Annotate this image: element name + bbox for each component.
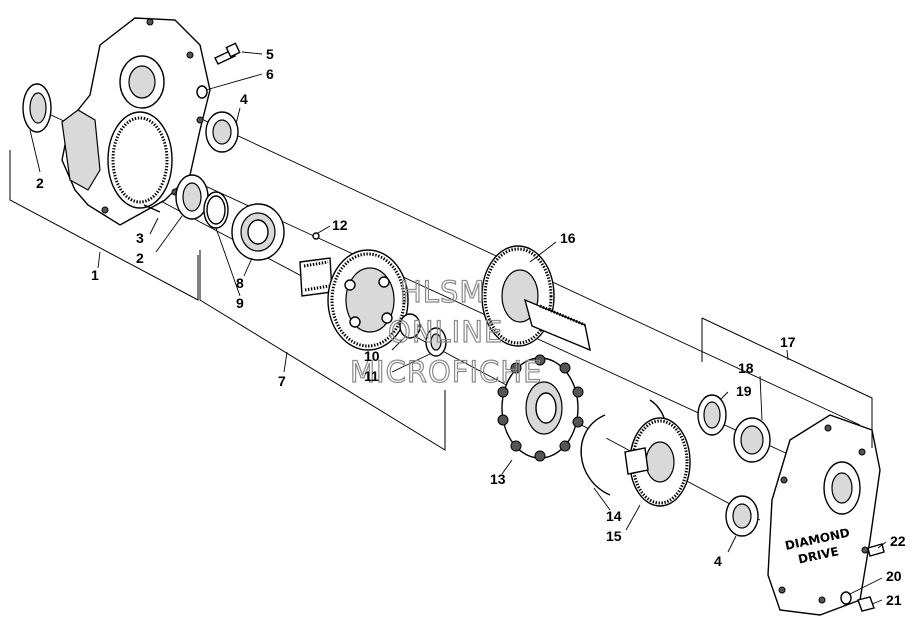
- callout-numbers: 5 6 4 2 3 2 1 12 8 9 16 10 11 7 17 18 19…: [36, 46, 906, 608]
- callout-4-upper: 4: [240, 91, 248, 107]
- seal-19: [697, 394, 727, 436]
- watermark: HLSM ONLINE MICROFICHE: [349, 274, 542, 389]
- callout-16: 16: [560, 230, 576, 246]
- bearing-8: [231, 203, 285, 261]
- gear-shaft-16: [481, 245, 591, 352]
- callout-22: 22: [890, 533, 906, 549]
- bolt-part-5: [214, 42, 241, 65]
- bracket-group-7: [199, 250, 446, 451]
- screw-part-12: [312, 232, 320, 240]
- watermark-line3: MICROFICHE: [350, 355, 542, 389]
- callout-19: 19: [736, 383, 752, 399]
- washer-part-6: [196, 85, 208, 99]
- callout-1: 1: [91, 267, 99, 283]
- bearing-upper: [205, 111, 239, 153]
- callout-4-lower: 4: [714, 553, 722, 569]
- watermark-line2: ONLINE: [388, 315, 503, 349]
- main-housing: [61, 17, 211, 226]
- bracket-group-17: [701, 317, 873, 448]
- callout-18: 18: [738, 360, 754, 376]
- seal-left: [22, 83, 52, 133]
- callout-2-left: 2: [36, 175, 44, 191]
- callout-20: 20: [886, 568, 902, 584]
- leader-lines: [29, 51, 887, 605]
- seal-middle: [175, 174, 209, 220]
- gear-15: [624, 417, 691, 507]
- sprocket-13: [497, 354, 584, 462]
- callout-12: 12: [332, 217, 348, 233]
- callout-11: 11: [364, 368, 379, 384]
- watermark-line1: HLSM: [400, 275, 485, 309]
- callout-3: 3: [136, 230, 144, 246]
- pin-part-3: [143, 204, 161, 213]
- callout-9: 9: [236, 295, 244, 311]
- callout-7: 7: [278, 373, 286, 389]
- bearing-lower: [725, 495, 759, 537]
- callout-6: 6: [266, 66, 274, 82]
- cover-17: DIAMOND DRIVE: [767, 414, 881, 616]
- snap-ring-9: [203, 191, 229, 229]
- callout-2-middle: 2: [136, 250, 144, 266]
- callout-21: 21: [886, 592, 902, 608]
- callout-8: 8: [236, 275, 244, 291]
- callout-13: 13: [490, 471, 506, 487]
- washer-part-20: [840, 591, 852, 605]
- bracket-group-1: [9, 150, 199, 301]
- ring-part-10: [399, 313, 421, 339]
- plug-part-21: [857, 596, 875, 612]
- ring-gear-assembly: [299, 249, 409, 351]
- bearing-18: [733, 417, 771, 463]
- callout-14: 14: [606, 508, 622, 524]
- callout-17: 17: [780, 334, 796, 350]
- callout-10: 10: [364, 348, 380, 364]
- callout-5: 5: [266, 46, 274, 62]
- callout-15: 15: [606, 528, 622, 544]
- bearing-part-11: [425, 327, 447, 357]
